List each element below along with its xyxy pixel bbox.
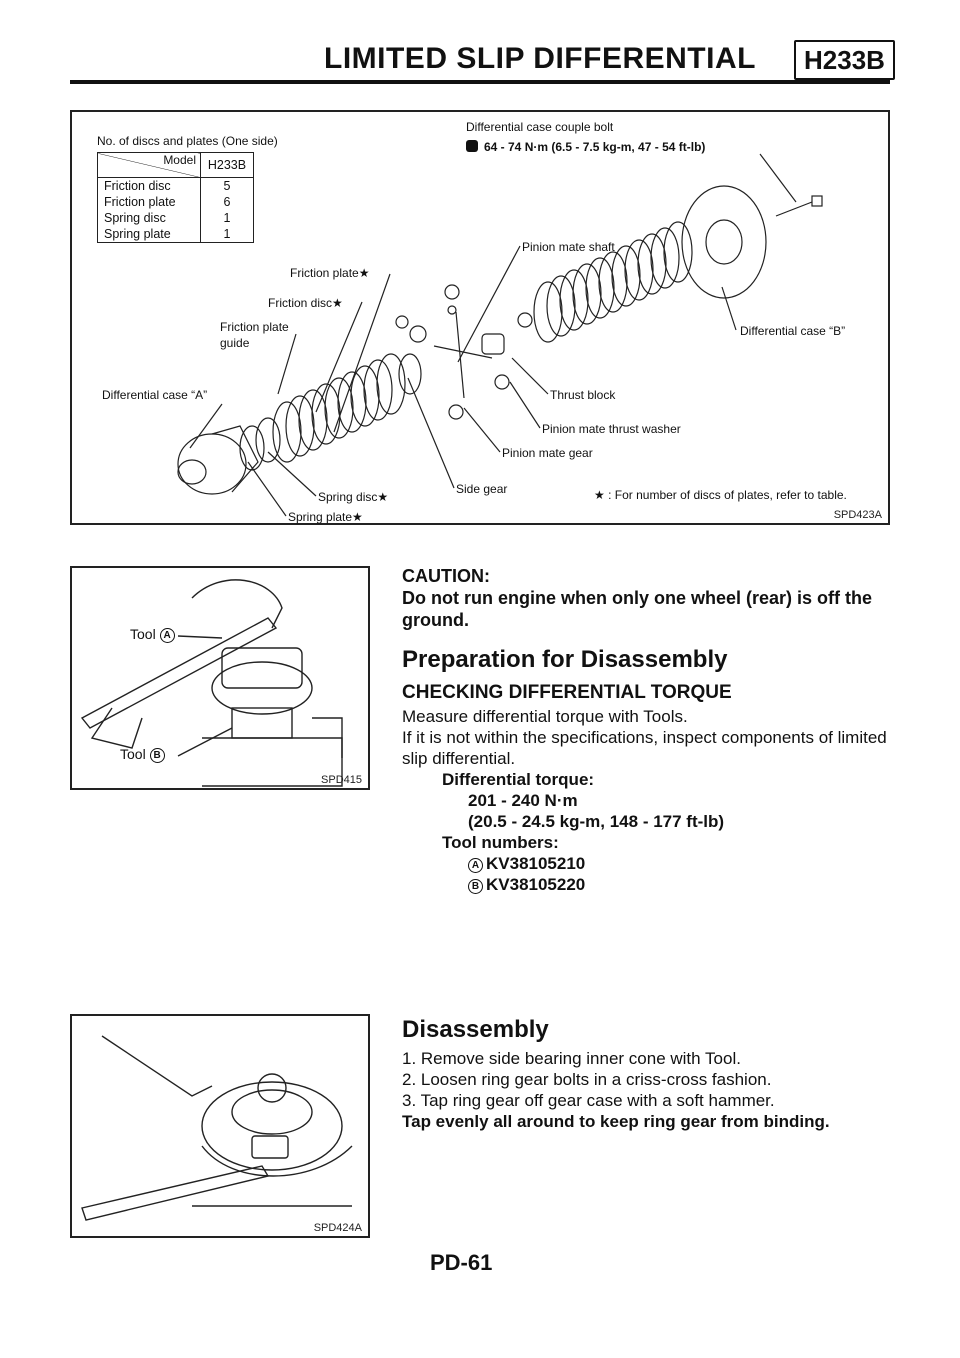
spec-value: 201 - 240 N·m — [468, 791, 578, 810]
callout-pinion-mate-gear: Pinion mate gear — [502, 446, 593, 460]
tool-a-marker-icon: A — [159, 628, 175, 643]
step-item: 2. Loosen ring gear bolts in a criss-cro… — [402, 1070, 772, 1089]
caution-text: Do not run engine when only one wheel (r… — [402, 588, 873, 630]
callout-friction-plate-guide: Friction plate — [220, 320, 289, 334]
exploded-view-figure: No. of discs and plates (One side) Model… — [70, 110, 890, 525]
paragraph: Measure differential torque with Tools. — [402, 707, 688, 726]
disassembly-illustration — [81, 1035, 353, 1221]
tool-a-label: Tool A — [130, 626, 178, 643]
section-title-disassembly: Disassembly — [402, 1016, 549, 1043]
callout-case-b: Differential case “B” — [740, 324, 846, 338]
caution-heading: CAUTION: — [402, 566, 490, 586]
figure-label: SPD423A — [833, 509, 882, 521]
page-number: PD-61 — [430, 1250, 493, 1275]
figure-label: SPD424A — [313, 1222, 362, 1234]
caution-block: CAUTION: Do not run engine when only one… — [402, 565, 897, 631]
callout-case-a: Differential case “A” — [102, 388, 208, 402]
tool-b-marker-icon: B — [149, 748, 165, 763]
exploded-drawing — [177, 153, 823, 517]
paragraph: If it is not within the specifications, … — [402, 728, 887, 768]
table-header-model: Model — [163, 153, 196, 167]
tool-photo-figure: Tool A Tool B SPD415 — [70, 566, 370, 790]
table-row-value: 1 — [200, 226, 254, 243]
callout-torque: 64 - 74 N·m (6.5 - 7.5 kg-m, 47 - 54 ft-… — [466, 140, 705, 154]
callout-friction-plate-guide-2: guide — [220, 336, 250, 350]
table-header-value: H233B — [200, 152, 254, 178]
callout-footnote: ★ : For number of discs of plates, refer… — [594, 488, 847, 502]
model-code-badge: H233B — [794, 40, 895, 80]
subsection-title: CHECKING DIFFERENTIAL TORQUE — [402, 682, 732, 703]
callout-thrust-block: Thrust block — [550, 388, 616, 402]
callout-spring-disc: Spring disc★ — [318, 490, 389, 504]
callout-thrust-washer: Pinion mate thrust washer — [542, 422, 681, 436]
table-row-name: Friction disc — [97, 177, 201, 194]
table-row-name: Spring disc — [97, 210, 201, 226]
tool-b-label: Tool B — [120, 746, 168, 763]
header-rule — [70, 80, 890, 84]
section1-body: Measure differential torque with Tools. … — [402, 706, 897, 895]
callout-spring-plate: Spring plate★ — [288, 510, 363, 524]
section-title-preparation: Preparation for Disassembly — [402, 646, 728, 673]
step-item: 1. Remove side bearing inner cone with T… — [402, 1049, 741, 1068]
spec-value-alt: (20.5 - 24.5 kg-m, 148 - 177 ft-lb) — [468, 812, 725, 831]
tool-illustration — [80, 579, 343, 787]
table-row-name: Spring plate — [97, 226, 201, 243]
disassembly-photo-figure: SPD424A — [70, 1014, 370, 1238]
tool-numbers-label: Tool numbers: — [442, 833, 559, 852]
tool-a-marker-icon: A — [468, 858, 483, 873]
callout-side-gear: Side gear — [456, 482, 508, 496]
callout-friction-disc: Friction disc★ — [268, 296, 343, 310]
table-row-value: 6 — [200, 194, 254, 210]
tool-b-marker-icon: B — [468, 879, 483, 894]
page-title: LIMITED SLIP DIFFERENTIAL — [324, 42, 756, 75]
section2-body: 1. Remove side bearing inner cone with T… — [402, 1048, 897, 1132]
callout-friction-plate: Friction plate★ — [290, 266, 370, 280]
torque-wrench-icon — [466, 140, 478, 152]
table-row-value: 1 — [200, 210, 254, 226]
figure-label: SPD415 — [321, 774, 362, 786]
callout-couple-bolt: Differential case couple bolt — [466, 120, 614, 134]
step-note: Tap evenly all around to keep ring gear … — [402, 1112, 830, 1131]
table-row-value: 5 — [200, 177, 254, 194]
spec-label: Differential torque: — [442, 770, 595, 789]
step-item: 3. Tap ring gear off gear case with a so… — [402, 1091, 775, 1110]
table-row-name: Friction plate — [97, 194, 201, 210]
callout-pinion-mate-shaft: Pinion mate shaft — [522, 240, 615, 254]
table-caption: No. of discs and plates (One side) — [97, 134, 278, 148]
